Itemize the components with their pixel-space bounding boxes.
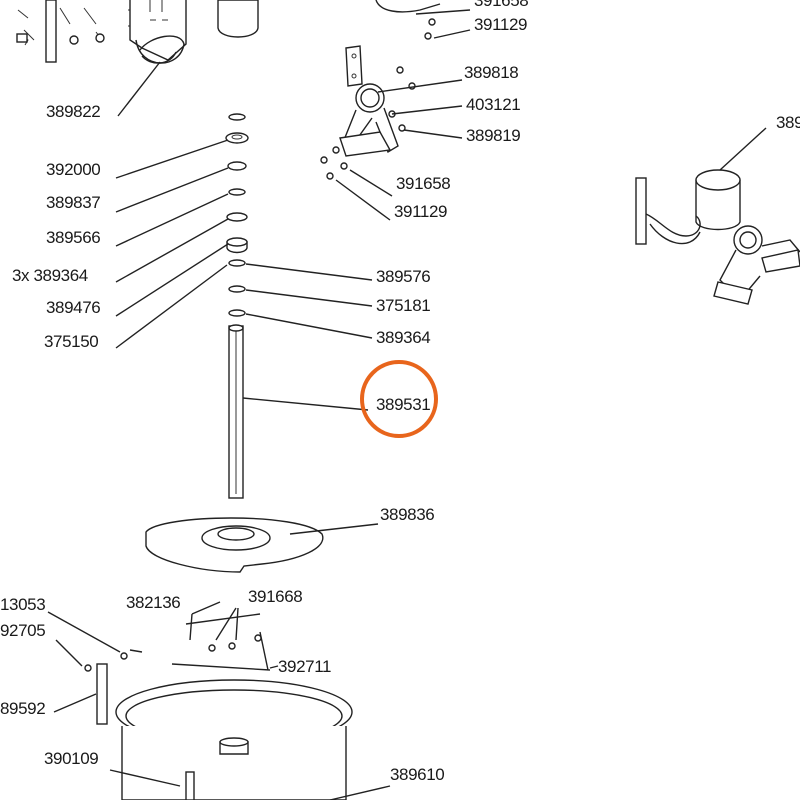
label-391129: 391129 [394,202,447,221]
label-391658: 391658 [396,174,450,193]
label-392711: 392711 [278,657,331,676]
label-389576: 389576 [376,267,430,286]
label-3x-389364: 3x 389364 [12,266,88,285]
label-403121: 403121 [466,95,520,114]
label-391129-top: 391129 [474,15,527,34]
label-389610: 389610 [390,765,444,784]
bottom-hardware [47,601,391,800]
label-375150: 375150 [44,332,98,351]
label-389837: 389837 [46,193,100,212]
label-375181: 375181 [376,296,430,315]
top-left-hardware [16,0,141,63]
top-cylinder [217,0,259,38]
label-389476: 389476 [46,298,100,317]
right-assembly [635,127,800,305]
label-313053: 13053 [0,595,45,614]
label-389819: 389819 [466,126,520,145]
highlight-circle [360,360,438,438]
label-389818: 389818 [464,63,518,82]
label-389364: 389364 [376,328,430,347]
label-392000: 392000 [46,160,100,179]
label-382136: 382136 [126,593,180,612]
label-389566: 389566 [46,228,100,247]
label-390109: 390109 [44,749,98,768]
label-389822: 389822 [46,102,100,121]
shaft [228,324,369,499]
label-392705: 92705 [0,621,45,640]
top-center-bracket [117,0,187,117]
label-391668: 391668 [248,587,302,606]
ring-stack [115,113,373,349]
disc-plate [145,517,379,573]
upper-right-hardware [320,0,471,221]
label-389531: 389531 [376,395,430,414]
label-391658-top: 391658 [474,0,528,10]
label-389836: 389836 [380,505,434,524]
label-389592: 89592 [0,699,45,718]
label-389-right: 389 [776,113,800,132]
